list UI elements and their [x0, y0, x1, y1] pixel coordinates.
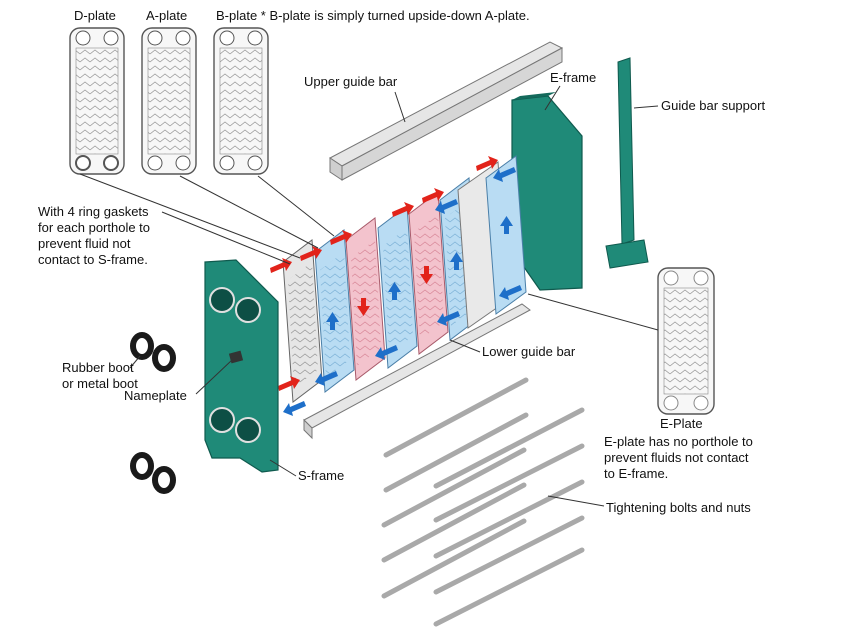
rubber-boots	[130, 332, 176, 494]
a-plate-label: A-plate	[146, 8, 188, 23]
plate-pack	[282, 155, 527, 403]
upper-guide-bar-label: Upper guide bar	[304, 74, 398, 89]
e-plate-drawing	[657, 267, 715, 415]
lower-guide-bar-label: Lower guide bar	[482, 344, 576, 359]
e-frame-label: E-frame	[550, 70, 597, 85]
b-plate-drawing	[213, 27, 269, 175]
nameplate-label: Nameplate	[124, 388, 187, 403]
s-frame	[204, 259, 279, 473]
guide-bar-support	[605, 57, 649, 269]
d-plate-label: D-plate	[74, 8, 116, 23]
plate-1-grey	[282, 239, 323, 403]
s-frame-label: S-frame	[298, 468, 345, 483]
rubber-boot-label: Rubber boot or metal boot	[62, 360, 138, 391]
upper-guide-bar	[329, 41, 564, 181]
e-plate-label: E-Plate	[660, 416, 703, 431]
a-plate-drawing	[141, 27, 197, 175]
red-arrows	[270, 156, 498, 391]
lower-guide-bar	[303, 303, 531, 440]
tightening-bolts	[381, 377, 585, 627]
leader-lines	[79, 85, 659, 507]
d-plate-drawing	[69, 27, 125, 175]
plate-2-blue	[314, 229, 355, 393]
tightening-bolts-label: Tightening bolts and nuts	[606, 500, 751, 515]
nameplate-shape	[228, 350, 244, 364]
ring-gaskets-note: With 4 ring gaskets for each porthole to…	[38, 204, 151, 267]
b-plate-note: B-plate * B-plate is simply turned upsid…	[216, 8, 530, 23]
e-plate-note: E-plate has no porthole to prevent fluid…	[604, 434, 753, 481]
plate-stack-grey	[457, 155, 527, 329]
guide-bar-support-label: Guide bar support	[661, 98, 766, 113]
